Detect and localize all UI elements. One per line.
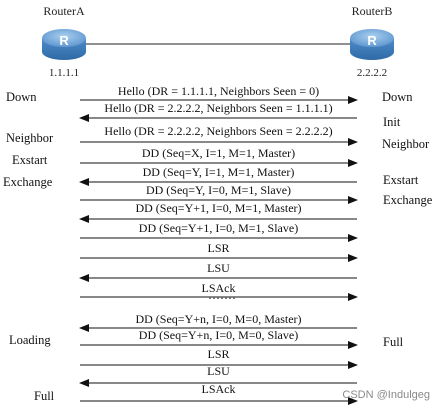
state-right-exstart: Exstart	[383, 173, 419, 187]
state-right-neighbor: Neighbor	[382, 137, 430, 151]
router-a-name: RouterA	[43, 4, 85, 18]
state-left-full: Full	[34, 389, 55, 403]
state-right-full: Full	[383, 335, 404, 349]
message-label: DD (Seq=Y+n, I=0, M=0, Slave)	[139, 328, 298, 342]
state-right-exchange: Exchange	[383, 193, 433, 207]
message-label: DD (Seq=Y+1, I=0, M=1, Master)	[135, 201, 301, 215]
message-label: DD (Seq=Y+n, I=0, M=0, Master)	[135, 312, 301, 326]
message-label: DD (Seq=Y, I=0, M=1, Slave)	[146, 183, 291, 197]
svg-text:R: R	[367, 33, 377, 48]
ellipsis: ·······	[208, 291, 236, 305]
router-icon: R	[42, 29, 86, 60]
message-list: Hello (DR = 1.1.1.1, Neighbors Seen = 0)…	[79, 84, 358, 405]
message-label: LSAck	[202, 382, 236, 396]
router-b-name: RouterB	[352, 4, 393, 18]
message-label: DD (Seq=Y, I=1, M=1, Master)	[143, 165, 295, 179]
state-right-down: Down	[382, 90, 413, 104]
message-label: Hello (DR = 2.2.2.2, Neighbors Seen = 2.…	[104, 124, 332, 138]
watermark: CSDN @Indulgeg	[342, 389, 430, 401]
router-icon: R	[350, 29, 394, 60]
message-label: Hello (DR = 2.2.2.2, Neighbors Seen = 1.…	[104, 101, 332, 115]
router-a-ip: 1.1.1.1	[49, 67, 79, 79]
state-right-init: Init	[383, 115, 401, 129]
svg-text:R: R	[59, 33, 69, 48]
state-left-neighbor: Neighbor	[6, 131, 54, 145]
state-left-down: Down	[6, 90, 37, 104]
message-label: LSAck	[202, 281, 236, 295]
message-label: Hello (DR = 1.1.1.1, Neighbors Seen = 0)	[118, 84, 319, 98]
state-left-exchange: Exchange	[3, 175, 53, 189]
message-label: LSU	[207, 364, 230, 378]
state-left-loading: Loading	[9, 333, 51, 347]
router-b-ip: 2.2.2.2	[357, 67, 387, 79]
message-label: DD (Seq=Y+1, I=0, M=1, Slave)	[139, 221, 298, 235]
message-label: LSR	[207, 241, 229, 255]
message-label: LSR	[207, 347, 229, 361]
message-label: DD (Seq=X, I=1, M=1, Master)	[142, 146, 295, 160]
message-label: LSU	[207, 261, 230, 275]
state-left-exstart: Exstart	[12, 153, 48, 167]
